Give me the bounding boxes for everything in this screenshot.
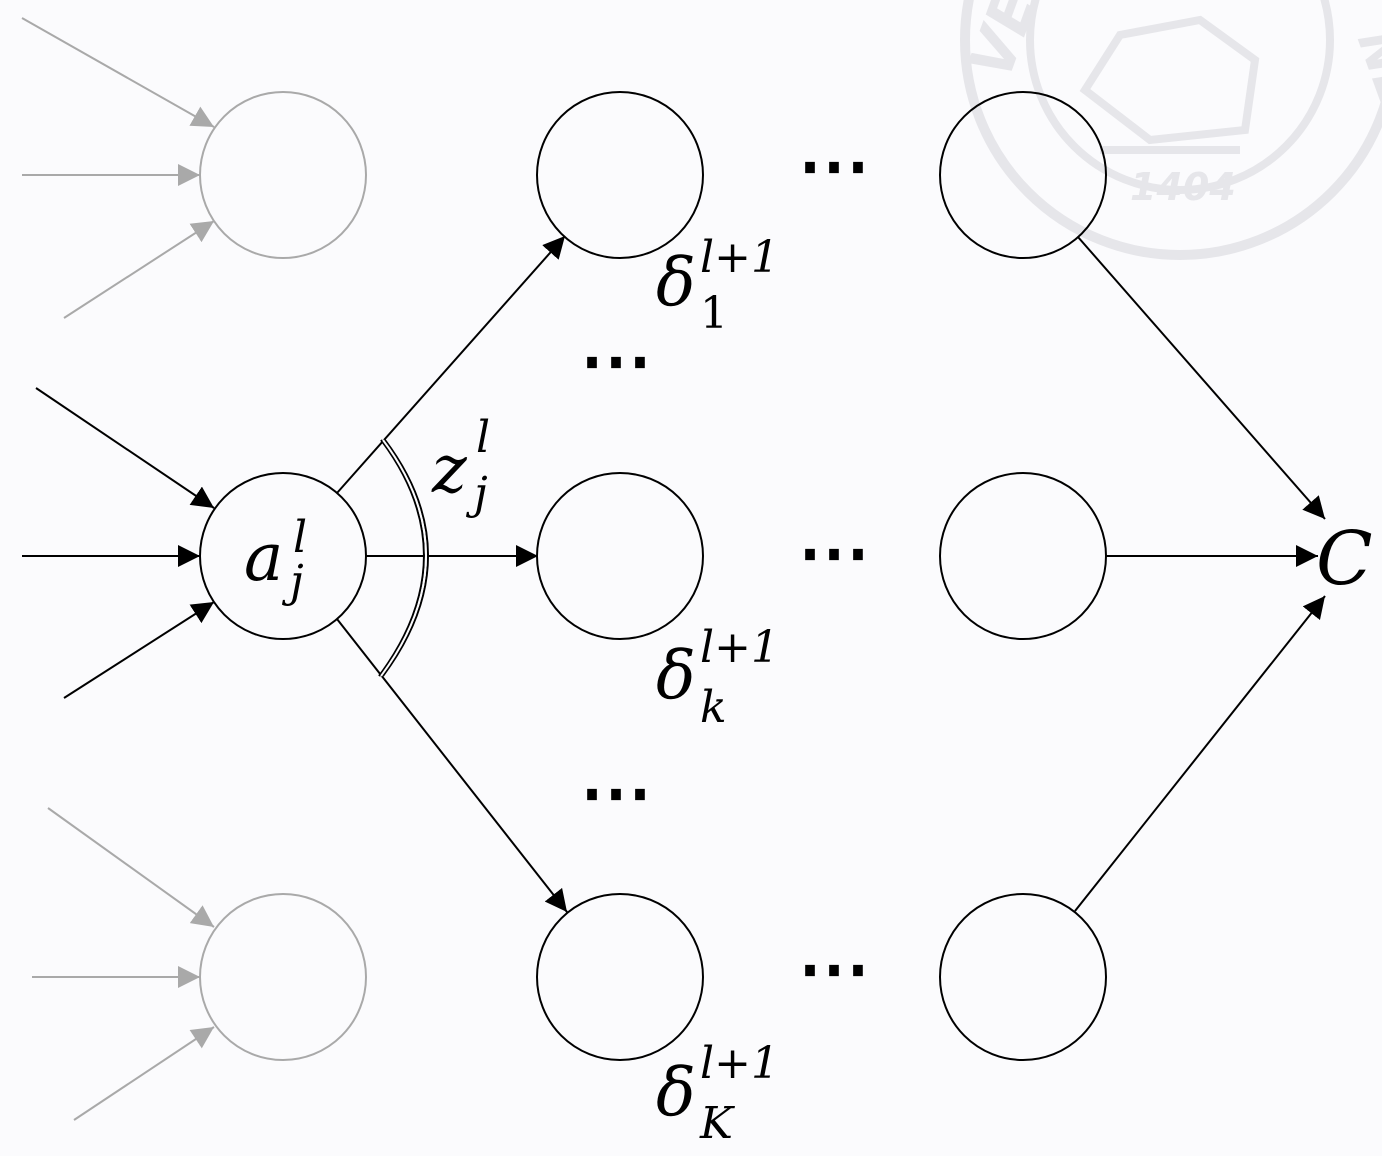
- final-neuron-bottom: [939, 893, 1107, 1061]
- ellipsis-lower-mid: ⋯: [580, 749, 652, 834]
- faded-input-arrow: [47, 807, 215, 928]
- faded-input-arrow: [73, 1026, 215, 1121]
- input-arrow: [35, 387, 215, 509]
- delta-K-sup: l+1: [700, 1038, 779, 1089]
- weighted-input-sub: j: [465, 468, 488, 519]
- university-seal-watermark: 1404 VE NENSIS: [956, 0, 1382, 260]
- activation-sub: j: [281, 556, 304, 607]
- label-delta-k: δ l+1 k: [656, 622, 779, 733]
- input-arrow: [63, 601, 215, 699]
- ellipsis-top: ⋯: [798, 122, 870, 207]
- faded-neuron-bottom-group: [32, 807, 367, 1121]
- faded-neuron: [199, 893, 367, 1061]
- z-arc-fill: [380, 439, 427, 677]
- neuron-k: [536, 472, 704, 640]
- activation-base: a: [244, 519, 283, 596]
- faded-input-arrow: [21, 17, 215, 128]
- activation-sup: l: [293, 512, 307, 563]
- label-weighted-input: z l j: [431, 412, 490, 519]
- weight-arrow-to-neuron-1: [336, 235, 566, 494]
- delta-k-sub: k: [700, 682, 727, 733]
- weight-arrow-to-neuron-K: [336, 618, 568, 913]
- final-neuron-middle: [939, 472, 1107, 640]
- label-activation: a l j: [244, 512, 307, 607]
- ellipsis-upper-mid: ⋯: [580, 317, 652, 402]
- delta-k-base: δ: [656, 637, 696, 714]
- z-arc-outer: [378, 439, 425, 677]
- weighted-input-base: z: [431, 431, 468, 508]
- delta-1-sub: 1: [700, 288, 728, 339]
- delta-k-sup: l+1: [700, 622, 779, 673]
- delta-K-sub: K: [699, 1098, 735, 1149]
- label-delta-1: δ l+1 1: [656, 232, 779, 339]
- final-neuron-top: [939, 91, 1107, 259]
- ellipsis-bottom: ⋯: [798, 925, 870, 1010]
- arrow-to-cost-bottom: [1074, 595, 1326, 912]
- cost-label: C: [1316, 516, 1373, 602]
- faded-neuron: [199, 91, 367, 259]
- delta-1-sup: l+1: [700, 232, 779, 283]
- neuron-1: [536, 91, 704, 259]
- faded-input-arrow: [63, 220, 215, 319]
- arrow-to-cost-top: [1077, 236, 1326, 520]
- z-arc-inner: [382, 439, 429, 677]
- ellipsis-middle: ⋯: [798, 509, 870, 594]
- delta-1-base: δ: [656, 244, 696, 321]
- neuron-K: [536, 893, 704, 1061]
- delta-K-base: δ: [656, 1054, 696, 1131]
- faded-neuron-top-group: [21, 17, 367, 319]
- label-delta-K: δ l+1 K: [656, 1038, 779, 1149]
- seal-year: 1404: [1130, 165, 1236, 209]
- weighted-input-sup: l: [476, 412, 490, 463]
